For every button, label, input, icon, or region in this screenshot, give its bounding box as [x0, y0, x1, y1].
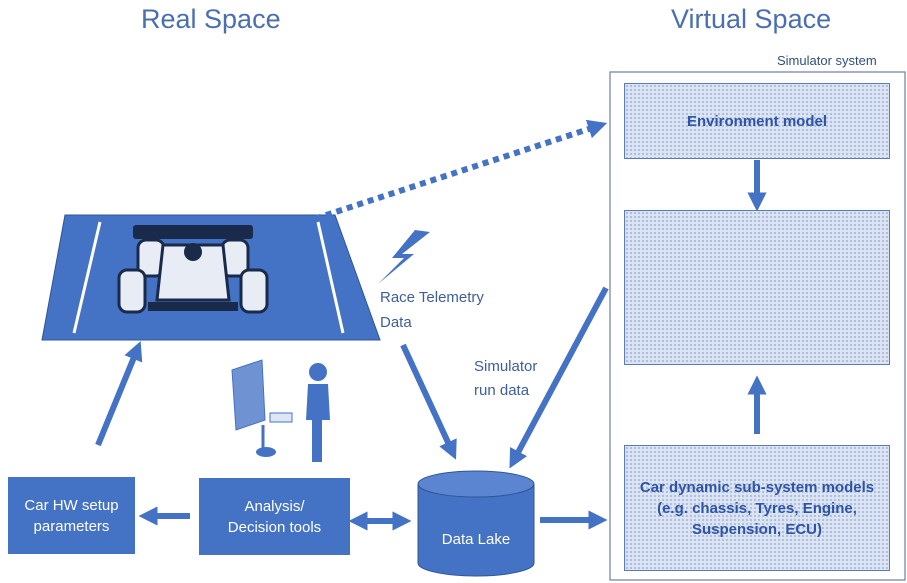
- analysis-line1: Analysis/: [244, 497, 305, 515]
- car-models-line3: Suspension, ECU): [691, 520, 822, 538]
- race-telemetry-label: Race Telemetry Data: [380, 287, 484, 333]
- arrow-telemetry-to-datalake: [400, 343, 457, 460]
- environment-model-label: Environment model: [686, 112, 828, 130]
- simulator-system-label: Simulator system: [777, 53, 877, 68]
- analysis-line2: Decision tools: [227, 518, 322, 536]
- car-hw-line2: parameters: [33, 517, 110, 535]
- real-space-title: Real Space: [141, 4, 281, 34]
- simulated-car-box: [624, 210, 890, 365]
- race-telemetry-line1: Race Telemetry: [380, 289, 484, 306]
- arrow-hw-to-track: [95, 341, 143, 447]
- telemetry-lightning-icon: [378, 230, 430, 284]
- arrow-track-to-environment: [304, 119, 608, 225]
- race-car-real-icon: [117, 225, 269, 314]
- car-models-line1: Car dynamic sub-system models: [639, 478, 875, 496]
- simulator-run-line2: run data: [474, 382, 530, 399]
- data-lake-cylinder: [417, 470, 535, 577]
- arrow-simulator-to-datalake: [509, 286, 609, 469]
- analysis-decision-box: Analysis/ Decision tools: [199, 478, 350, 555]
- car-hw-setup-box: Car HW setup parameters: [8, 477, 135, 554]
- simulator-run-line1: Simulator: [474, 358, 538, 375]
- virtual-space-title: Virtual Space: [671, 4, 832, 34]
- race-telemetry-line2: Data: [380, 314, 412, 331]
- environment-model-box: Environment model: [624, 83, 890, 159]
- car-hw-line1: Car HW setup: [24, 496, 119, 514]
- simulator-run-data-label: Simulator run data: [474, 356, 537, 401]
- car-models-line2: (e.g. chassis, Tyres, Engine,: [657, 499, 857, 517]
- data-lake-label: Data Lake: [441, 530, 511, 548]
- car-models-box: Car dynamic sub-system models (e.g. chas…: [624, 445, 890, 571]
- analyst-computer-icon: [231, 359, 330, 462]
